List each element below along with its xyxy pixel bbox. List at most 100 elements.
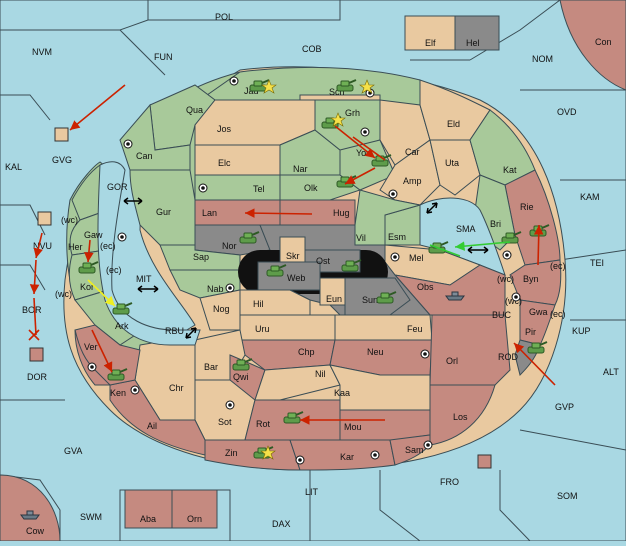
label-aba: Aba xyxy=(140,514,156,524)
label-vil: Vil xyxy=(356,233,366,243)
label-orn: Orn xyxy=(187,514,202,524)
double-arrow-icon xyxy=(137,285,159,293)
island-dor[interactable] xyxy=(29,347,44,362)
inner-channel[interactable] xyxy=(97,161,201,346)
label-feu: Feu xyxy=(407,324,423,334)
label-dax: DAX xyxy=(272,519,291,529)
label-pol: POL xyxy=(215,12,233,22)
supply-center-icon xyxy=(370,450,380,460)
label-rot: Rot xyxy=(256,419,271,429)
territory-ver[interactable] xyxy=(74,329,112,386)
convoy-links xyxy=(123,197,489,339)
label-pir: Pir xyxy=(525,327,536,337)
island-nvu[interactable] xyxy=(37,211,52,226)
label-swm: SWM xyxy=(80,512,102,522)
label-cow: Cow xyxy=(26,526,45,536)
label-qua: Qua xyxy=(186,105,203,115)
label-kor-ec: (ec) xyxy=(106,265,122,275)
label-ark: Ark xyxy=(115,321,129,331)
supply-center-icon xyxy=(130,385,140,395)
star-icon xyxy=(261,79,277,94)
territory-sun[interactable] xyxy=(344,277,411,316)
label-con: Con xyxy=(595,37,612,47)
territory-hel[interactable] xyxy=(454,15,500,51)
label-web: Web xyxy=(287,273,305,283)
label-lit: LIT xyxy=(305,487,319,497)
supply-center-icon xyxy=(390,252,400,262)
label-gwa-wc: (wc) xyxy=(505,296,522,306)
label-tel: Tel xyxy=(253,184,265,194)
label-fro: FRO xyxy=(440,477,459,487)
label-kal: KAL xyxy=(5,162,22,172)
label-nvu-wc: (wc) xyxy=(61,215,78,225)
label-chp: Chp xyxy=(298,347,315,357)
supply-center-icon xyxy=(502,250,512,260)
label-kat: Kat xyxy=(503,165,517,175)
label-ovd: OVD xyxy=(557,107,577,117)
island-fro[interactable] xyxy=(477,454,492,469)
label-gwa: Gwa xyxy=(529,307,548,317)
label-olk: Olk xyxy=(304,183,318,193)
island-gvg[interactable] xyxy=(54,127,69,142)
label-los: Los xyxy=(453,412,468,422)
label-hil: Hil xyxy=(253,299,264,309)
label-zin: Zin xyxy=(225,448,238,458)
supply-center-icon xyxy=(511,292,521,302)
order-arrows xyxy=(28,84,556,425)
label-byn-ec: (ec) xyxy=(550,261,566,271)
label-can: Can xyxy=(136,151,153,161)
star-icon xyxy=(260,445,276,460)
label-yor: Yor xyxy=(356,148,369,158)
label-nom: NOM xyxy=(532,54,553,64)
territory-los[interactable] xyxy=(429,384,496,446)
territory-uta[interactable] xyxy=(429,139,481,196)
double-arrow-icon xyxy=(123,197,143,205)
label-car: Car xyxy=(405,147,420,157)
label-eld: Eld xyxy=(447,119,460,129)
label-chr: Chr xyxy=(169,383,184,393)
label-hug: Hug xyxy=(333,208,350,218)
label-kup: KUP xyxy=(572,326,591,336)
label-esm: Esm xyxy=(388,232,406,242)
label-ver: Ver xyxy=(84,342,98,352)
supply-center-icon xyxy=(229,76,239,86)
supply-center-icon xyxy=(225,283,235,293)
label-gvp: GVP xyxy=(555,402,574,412)
label-ail: Ail xyxy=(147,421,157,431)
double-arrow-icon xyxy=(185,327,197,339)
label-bri: Bri xyxy=(490,219,501,229)
label-bor: BOR xyxy=(22,305,42,315)
label-jos: Jos xyxy=(217,124,232,134)
territory-orn[interactable] xyxy=(171,489,218,529)
label-gwa-ec: (ec) xyxy=(550,309,566,319)
label-sot: Sot xyxy=(218,417,232,427)
label-gur: Gur xyxy=(156,207,171,217)
territory-elc[interactable] xyxy=(194,144,281,176)
label-gvg: GVG xyxy=(52,155,72,165)
label-byn: Byn xyxy=(523,274,539,284)
label-neu: Neu xyxy=(367,347,384,357)
north-strip xyxy=(198,66,421,106)
label-gva: GVA xyxy=(64,446,82,456)
supply-center-icon xyxy=(225,400,235,410)
territory-aba[interactable] xyxy=(124,489,173,529)
label-bar: Bar xyxy=(204,362,218,372)
label-mit: MIT xyxy=(136,274,152,284)
territory-ail[interactable] xyxy=(109,379,206,456)
label-buc: BUC xyxy=(492,310,512,320)
label-dor: DOR xyxy=(27,372,48,382)
supply-center-icon xyxy=(123,139,133,149)
territory-orl[interactable] xyxy=(429,314,511,386)
territory-tel[interactable] xyxy=(194,174,281,201)
territory-nil[interactable] xyxy=(254,364,341,401)
label-sun: Sun xyxy=(362,295,378,305)
label-ken: Ken xyxy=(110,388,126,398)
label-eun: Eun xyxy=(326,294,342,304)
label-nvm: NVM xyxy=(32,47,52,57)
label-cob: COB xyxy=(302,44,322,54)
label-kar: Kar xyxy=(340,452,354,462)
label-mou: Mou xyxy=(344,422,362,432)
label-rod: ROD xyxy=(498,352,519,362)
